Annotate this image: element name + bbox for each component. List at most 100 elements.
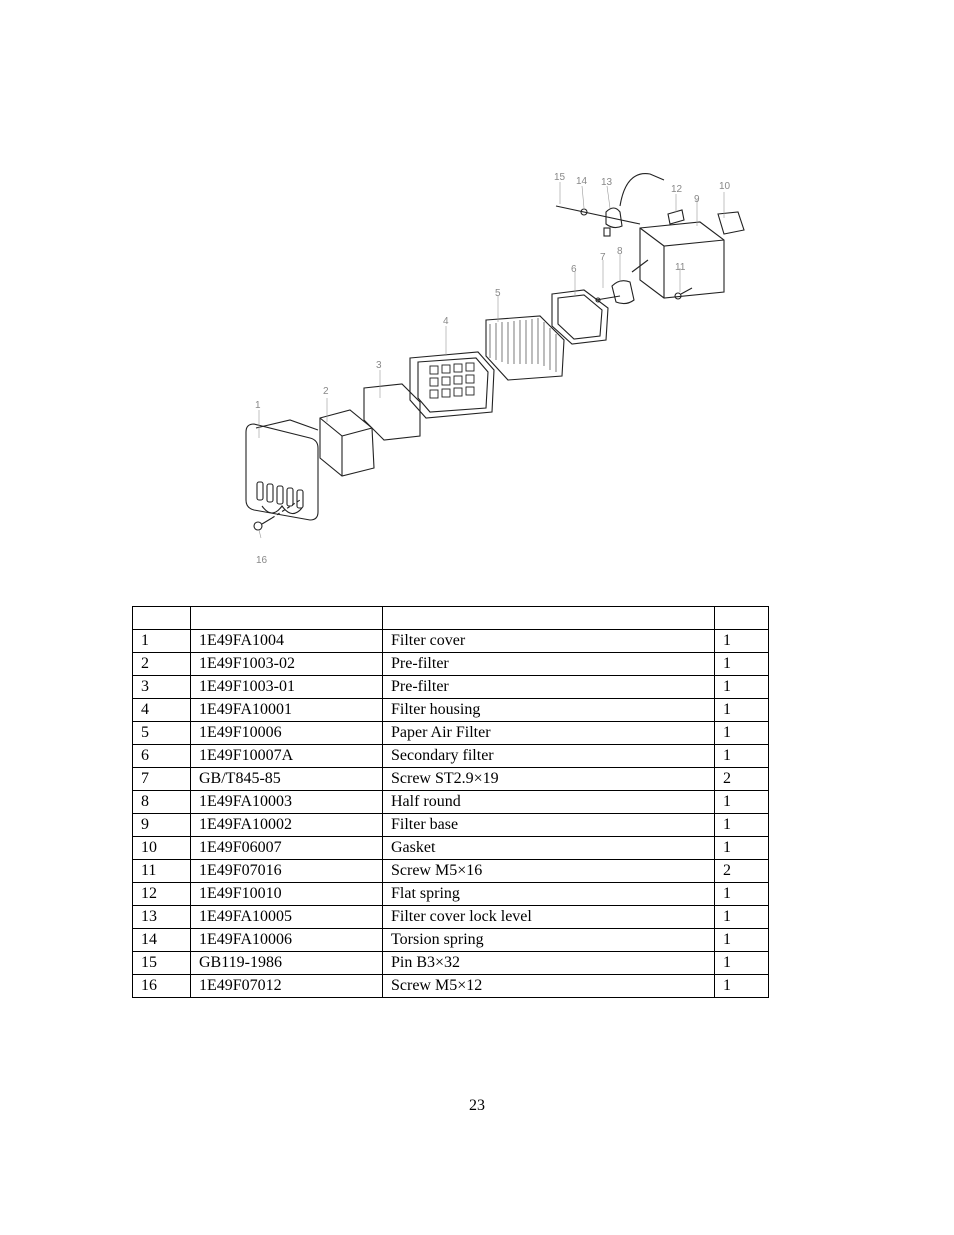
quantity-cell: 1 xyxy=(714,675,769,699)
quantity-cell: 1 xyxy=(714,951,769,975)
page-number: 23 xyxy=(469,1097,485,1114)
item-number-cell: 15 xyxy=(132,951,191,975)
item-number-cell: 5 xyxy=(132,721,191,745)
item-number-cell: 4 xyxy=(132,698,191,722)
header-cell xyxy=(132,606,191,630)
callout-3: 3 xyxy=(376,360,382,371)
callout-15: 15 xyxy=(554,172,566,183)
description-cell: Paper Air Filter xyxy=(382,721,715,745)
part-screw-11 xyxy=(674,287,693,300)
part-number-cell: 1E49F10007A xyxy=(190,744,383,768)
part-number-cell: 1E49F1003-02 xyxy=(190,652,383,676)
description-cell: Filter cover xyxy=(382,629,715,653)
description-cell: Screw M5×16 xyxy=(382,859,715,883)
item-number-cell: 6 xyxy=(132,744,191,768)
part-number-cell: GB119-1986 xyxy=(190,951,383,975)
quantity-cell: 1 xyxy=(714,744,769,768)
callout-9: 9 xyxy=(694,194,700,205)
description-cell: Screw M5×12 xyxy=(382,974,715,998)
callout-10: 10 xyxy=(719,181,731,192)
description-cell: Gasket xyxy=(382,836,715,860)
description-cell: Pre-filter xyxy=(382,675,715,699)
part-number-cell: 1E49F07016 xyxy=(190,859,383,883)
item-number-cell: 10 xyxy=(132,836,191,860)
part-number-cell: 1E49F06007 xyxy=(190,836,383,860)
item-number-cell: 14 xyxy=(132,928,191,952)
callout-2: 2 xyxy=(323,386,329,397)
item-number-cell: 11 xyxy=(132,859,191,883)
part-paper-air-filter xyxy=(485,315,565,381)
part-half-round xyxy=(611,280,635,305)
part-filter-base xyxy=(631,221,725,299)
part-lock-lever xyxy=(603,173,665,237)
table-header-row xyxy=(132,606,769,630)
quantity-cell: 1 xyxy=(714,698,769,722)
part-number-cell: 1E49FA10006 xyxy=(190,928,383,952)
item-number-cell: 7 xyxy=(132,767,191,791)
quantity-cell: 1 xyxy=(714,882,769,906)
quantity-cell: 2 xyxy=(714,859,769,883)
callout-11: 11 xyxy=(675,262,686,273)
callout-16: 16 xyxy=(256,555,268,566)
quantity-cell: 1 xyxy=(714,928,769,952)
quantity-cell: 1 xyxy=(714,905,769,929)
part-filter-cover xyxy=(245,419,319,521)
callout-12: 12 xyxy=(671,184,683,195)
item-number-cell: 12 xyxy=(132,882,191,906)
part-number-cell: 1E49F1003-01 xyxy=(190,675,383,699)
item-number-cell: 1 xyxy=(132,629,191,653)
description-cell: Secondary filter xyxy=(382,744,715,768)
description-cell: Filter cover lock level xyxy=(382,905,715,929)
part-number-cell: GB/T845-85 xyxy=(190,767,383,791)
part-screw-16 xyxy=(253,499,301,531)
item-number-cell: 2 xyxy=(132,652,191,676)
part-number-cell: 1E49F07012 xyxy=(190,974,383,998)
item-number-cell: 16 xyxy=(132,974,191,998)
part-gasket xyxy=(717,211,745,235)
quantity-cell: 1 xyxy=(714,721,769,745)
item-number-cell: 8 xyxy=(132,790,191,814)
description-cell: Torsion spring xyxy=(382,928,715,952)
part-torsion-spring xyxy=(580,208,588,216)
callout-4: 4 xyxy=(443,316,449,327)
part-number-cell: 1E49FA10003 xyxy=(190,790,383,814)
item-number-cell: 3 xyxy=(132,675,191,699)
exploded-view-diagram: 1 2 3 4 5 6 7 8 9 10 11 12 13 14 15 16 xyxy=(0,0,954,600)
part-number-cell: 1E49FA10001 xyxy=(190,698,383,722)
header-cell xyxy=(714,606,769,630)
item-number-cell: 13 xyxy=(132,905,191,929)
part-filter-housing xyxy=(409,351,495,419)
quantity-cell: 1 xyxy=(714,629,769,653)
quantity-cell: 2 xyxy=(714,767,769,791)
callout-1: 1 xyxy=(255,400,261,411)
quantity-cell: 1 xyxy=(714,836,769,860)
part-number-cell: 1E49F10010 xyxy=(190,882,383,906)
description-cell: Filter base xyxy=(382,813,715,837)
description-cell: Flat spring xyxy=(382,882,715,906)
callout-7: 7 xyxy=(600,252,606,263)
part-number-cell: 1E49FA10002 xyxy=(190,813,383,837)
part-number-cell: 1E49FA10005 xyxy=(190,905,383,929)
part-screw-7 xyxy=(595,295,621,303)
description-cell: Pre-filter xyxy=(382,652,715,676)
description-cell: Pin B3×32 xyxy=(382,951,715,975)
header-cell xyxy=(190,606,383,630)
part-flat-spring xyxy=(667,209,685,225)
